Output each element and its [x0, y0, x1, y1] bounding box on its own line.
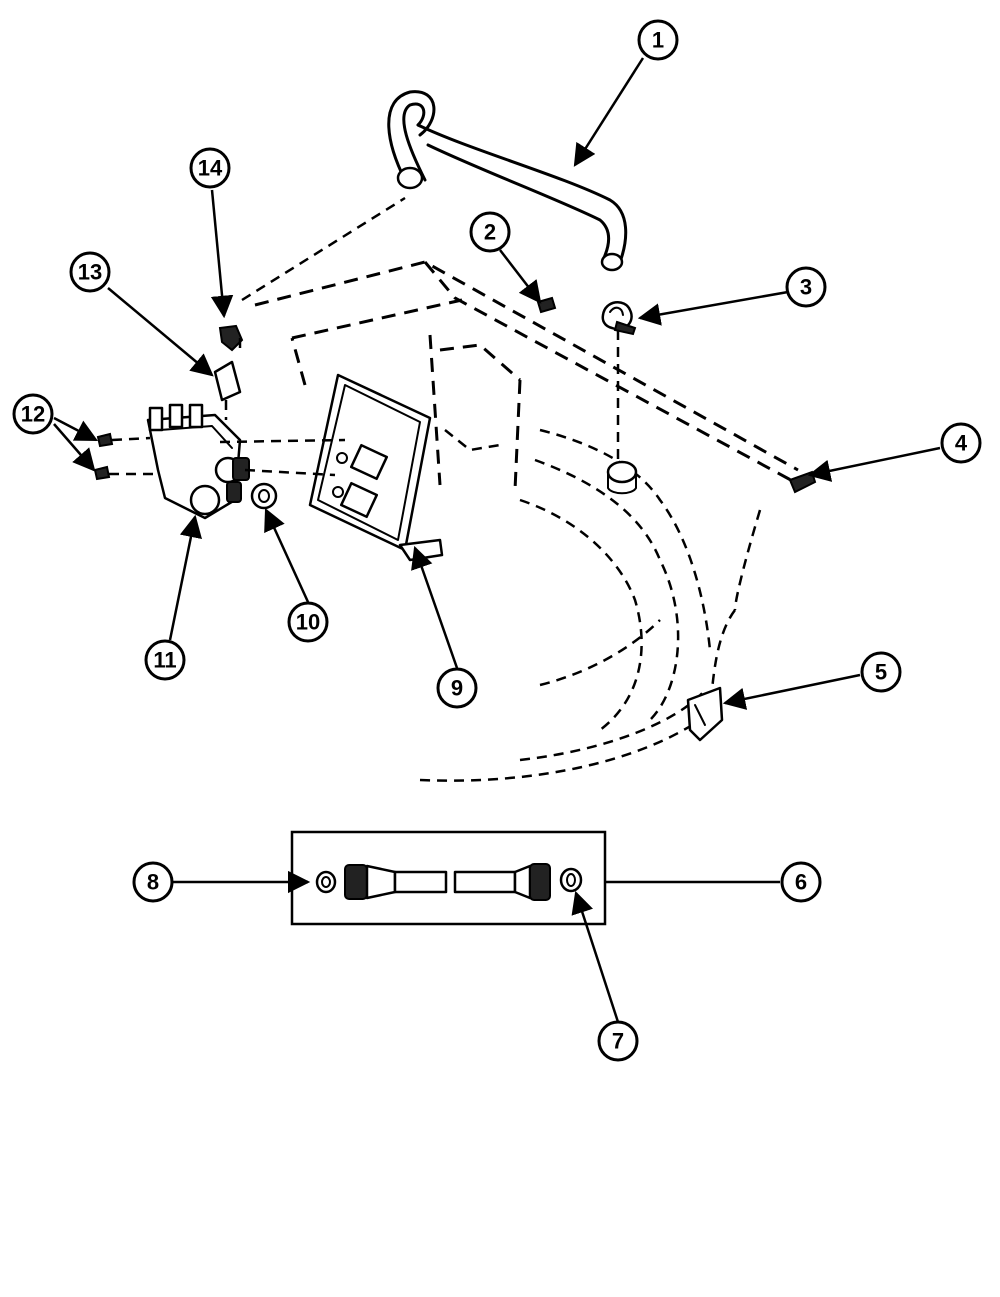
callout-label: 14 [198, 156, 223, 181]
callout-label: 12 [21, 402, 45, 427]
callout-label: 10 [296, 610, 320, 635]
callout-9: 9 [436, 667, 478, 709]
callout-11: 11 [144, 639, 186, 681]
part-14-clip [218, 196, 406, 355]
part-2-screw [536, 296, 557, 314]
callout-5: 5 [860, 651, 902, 693]
callout-label: 11 [153, 648, 176, 673]
callout-1: 1 [637, 19, 679, 61]
callout-8: 8 [132, 861, 174, 903]
part-1-hose [387, 90, 628, 272]
callout-label: 9 [451, 676, 463, 701]
leader-lines [53, 57, 941, 1023]
callout-13: 13 [69, 251, 111, 293]
callout-label: 4 [955, 431, 968, 456]
callout-7: 7 [597, 1020, 639, 1062]
part-9-bracket [308, 373, 444, 562]
callout-12: 12 [12, 393, 54, 435]
part-5-tub-bracket [686, 686, 724, 742]
callout-14: 14 [189, 147, 231, 189]
part-13-connector [213, 360, 242, 420]
part-3-clamp [601, 301, 637, 336]
callout-label: 7 [612, 1029, 624, 1054]
cabinet-outline [254, 260, 801, 782]
part-12-screws [93, 432, 160, 481]
callout-label: 6 [795, 870, 807, 895]
part-10-washer [250, 482, 278, 510]
callout-3: 3 [785, 266, 827, 308]
callout-10: 10 [287, 601, 329, 643]
callout-label: 1 [652, 28, 664, 53]
part-11-water-valve [146, 403, 346, 520]
fill-hose-kit-inset [290, 830, 607, 926]
callout-4: 4 [940, 422, 982, 464]
callout-label: 8 [147, 870, 159, 895]
callout-label: 13 [78, 260, 102, 285]
callout-label: 5 [875, 660, 887, 685]
tub-inlet [606, 330, 638, 495]
callout-label: 3 [800, 275, 812, 300]
callout-6: 6 [780, 861, 822, 903]
callout-2: 2 [469, 211, 511, 253]
callout-label: 2 [484, 220, 496, 245]
